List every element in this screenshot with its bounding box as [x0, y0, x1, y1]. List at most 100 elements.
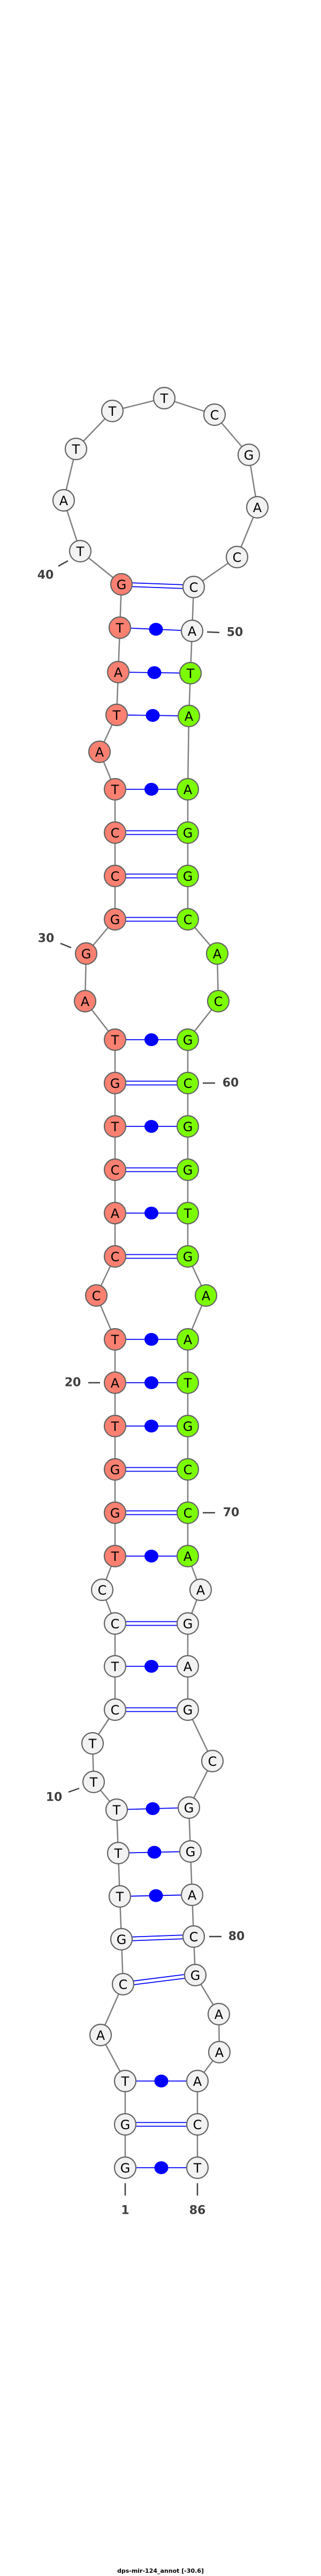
nucleotide-base: C — [193, 2117, 202, 2132]
nucleotide-circle — [184, 1963, 207, 1987]
nucleotide-base: A — [184, 1659, 193, 1674]
position-label-60: 60 — [203, 1077, 239, 1090]
position-label-40: 40 — [37, 560, 68, 582]
nucleotide-base: C — [111, 1703, 120, 1718]
nucleotide-circle — [103, 1612, 127, 1635]
pair-bond — [126, 1120, 177, 1133]
pair-bond — [126, 1333, 177, 1346]
nucleotide-59: G — [176, 1028, 200, 1051]
nucleotide-70: C — [176, 1501, 200, 1525]
nucleotide-circle — [152, 386, 176, 410]
bond-dot — [144, 1420, 158, 1432]
nucleotide-5: C — [111, 1972, 135, 1996]
nucleotide-base: A — [196, 1583, 205, 1598]
position-label-20: 20 — [65, 1376, 100, 1390]
nucleotide-circle — [207, 2002, 231, 2026]
nucleotide-12: C — [103, 1698, 127, 1721]
nucleotide-circle — [176, 821, 200, 844]
nucleotide-1: G — [113, 2156, 137, 2179]
nucleotide-circle — [108, 616, 132, 639]
nucleotide-base: G — [183, 1617, 193, 1632]
bond-line — [132, 582, 184, 585]
nucleotide-circle — [176, 1071, 200, 1095]
nucleotide-base: C — [184, 1076, 193, 1091]
nucleotide-base: T — [116, 621, 124, 636]
nucleotide-base: T — [111, 1033, 119, 1048]
nucleotide-base: G — [110, 1462, 120, 1477]
nucleotide-17: G — [103, 1501, 127, 1525]
nucleotide-base: A — [184, 782, 193, 797]
gc-pair-bond — [126, 873, 177, 879]
pair-bond — [130, 1889, 182, 1902]
nucleotide-43: T — [101, 399, 124, 423]
nucleotide-85: C — [186, 2113, 209, 2136]
nucleotide-base: G — [184, 1801, 194, 1816]
nucleotide-circle — [103, 1328, 127, 1351]
nucleotide-77: G — [177, 1796, 201, 1819]
nucleotide-circle — [176, 1414, 200, 1438]
pair-bond — [126, 1376, 177, 1389]
nucleotide-base: C — [111, 826, 120, 841]
nucleotide-base: G — [183, 826, 193, 841]
nucleotide-circle — [182, 1925, 205, 1948]
pair-bond — [128, 666, 180, 679]
position-number: 80 — [228, 1930, 245, 1944]
nucleotide-circle — [176, 1371, 200, 1394]
position-label-30: 30 — [38, 932, 72, 949]
gc-pair-bond — [126, 1510, 177, 1515]
nucleotide-circle — [203, 403, 226, 426]
nucleotide-6: G — [110, 1927, 133, 1951]
gc-pair-bond — [132, 582, 184, 589]
nucleotide-base: T — [111, 1419, 119, 1434]
nucleotide-base: A — [188, 624, 197, 639]
position-number: 10 — [46, 1791, 63, 1804]
nucleotide-circle — [113, 2069, 137, 2093]
nucleotide-base: G — [183, 1703, 193, 1718]
nucleotide-64: G — [176, 1245, 200, 1268]
bond-dot — [154, 2161, 169, 2174]
nucleotide-base: T — [108, 404, 117, 419]
nucleotide-circle — [207, 989, 230, 1013]
bond-dot — [144, 1333, 158, 1346]
position-label-50: 50 — [207, 626, 243, 639]
nucleotide-base: G — [110, 1076, 120, 1091]
nucleotide-19: T — [103, 1414, 127, 1438]
nucleotide-33: C — [103, 821, 127, 844]
bond-dot — [144, 1550, 158, 1563]
nucleotide-22: C — [85, 1284, 108, 1307]
nucleotide-base: C — [214, 994, 223, 1009]
nucleotide-circle — [108, 1885, 132, 1908]
nucleotide-base: T — [88, 1736, 97, 1751]
nucleotide-base: C — [189, 1930, 198, 1945]
position-number: 50 — [227, 626, 243, 639]
bond-line — [133, 1974, 185, 1981]
nucleotide-circle — [106, 660, 130, 684]
nucleotide-circle — [101, 399, 124, 423]
nucleotide-base: T — [121, 2074, 129, 2089]
nucleotide-circle — [194, 1284, 218, 1307]
bond-dot — [144, 1376, 158, 1389]
nucleotide-circle — [186, 2156, 209, 2179]
nucleotide-base: A — [96, 2028, 105, 2043]
nucleotide-circle — [201, 1749, 224, 1773]
nucleotide-86: T — [186, 2156, 209, 2179]
nucleotide-base: A — [215, 2007, 224, 2022]
nucleotide-circle — [176, 1698, 200, 1721]
nucleotide-circle — [103, 1414, 127, 1438]
nucleotide-base: A — [111, 1206, 120, 1221]
nucleotide-79: A — [180, 1883, 204, 1907]
nucleotide-base: A — [184, 1332, 193, 1347]
nucleotide-circle — [88, 740, 111, 764]
nucleotide-circle — [103, 1158, 127, 1182]
bond-line — [132, 1934, 183, 1938]
gc-pair-bond — [132, 1934, 184, 1941]
nucleotide-base: A — [81, 994, 90, 1009]
nucleotide-circle — [176, 1201, 200, 1225]
nucleotide-20: A — [103, 1371, 127, 1394]
nucleotide-67: T — [176, 1371, 200, 1394]
nucleotide-base: G — [183, 1163, 193, 1178]
nucleotide-7: T — [108, 1885, 132, 1908]
position-tick — [58, 560, 68, 567]
nucleotide-37: A — [106, 660, 130, 684]
nucleotide-base: A — [95, 745, 104, 760]
